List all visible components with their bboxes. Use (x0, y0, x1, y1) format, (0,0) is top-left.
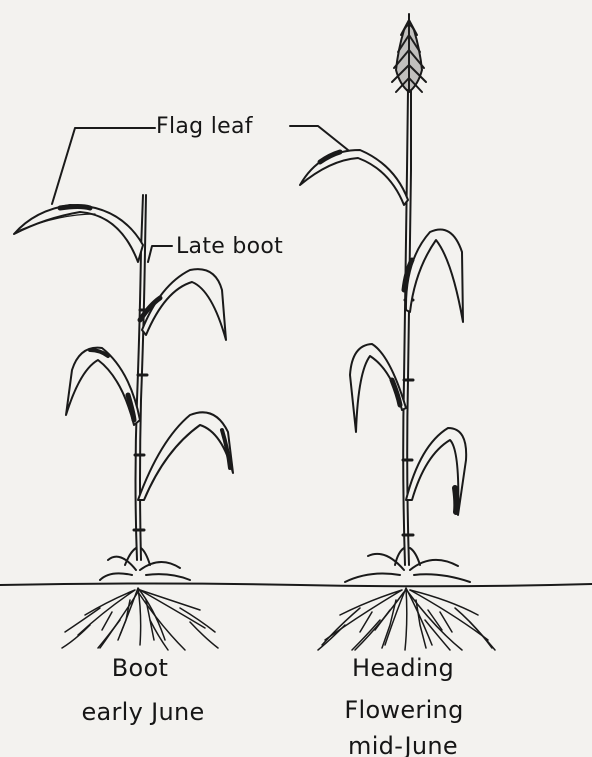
ground-line (0, 584, 592, 587)
boot-time-caption: early June (70, 700, 216, 724)
boot-plant-leaf (66, 348, 140, 425)
heading-stage-caption: Heading (340, 656, 466, 680)
heading-plant-roots (318, 588, 495, 650)
heading-time-caption: mid-June (338, 734, 468, 757)
heading-plant-leaf (406, 230, 463, 323)
flowering-stage-caption: Flowering (338, 698, 470, 722)
boot-stage-caption: Boot (110, 656, 170, 680)
heading-plant-seed-head (392, 14, 426, 92)
heading-plant-flag-leaf (300, 150, 408, 205)
boot-plant (14, 195, 233, 650)
boot-plant-leaf (138, 412, 233, 500)
flag-leaf-label: Flag leaf (156, 116, 253, 138)
late-boot-label: Late boot (176, 236, 283, 258)
heading-plant (300, 14, 495, 650)
boot-plant-flag-leaf (14, 205, 143, 262)
boot-plant-roots (62, 588, 218, 650)
